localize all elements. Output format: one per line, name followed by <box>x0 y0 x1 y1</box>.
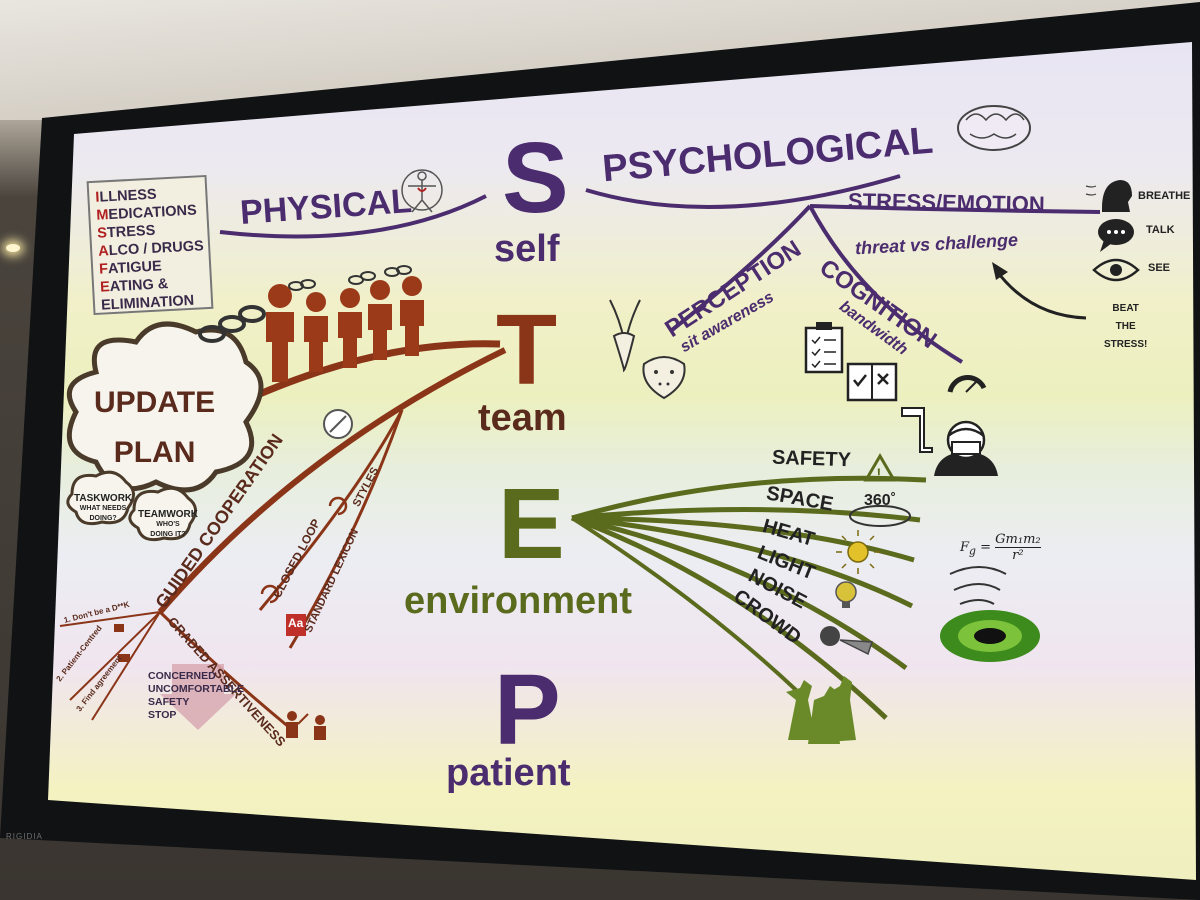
sun-icon <box>836 530 880 574</box>
cake-icon <box>114 624 124 632</box>
letter-p: P <box>494 654 561 766</box>
word-environment: environment <box>404 580 633 622</box>
word-team: team <box>478 397 567 439</box>
stress-branch <box>809 204 1101 214</box>
styles-branch <box>258 409 404 611</box>
label-teamwork: TEAMWORK WHO'S DOING IT? <box>138 510 198 540</box>
formula-numerator: Gm₁m₂ <box>995 532 1041 548</box>
graded-arrow-icon <box>160 664 236 730</box>
gazelle-icon <box>609 299 641 373</box>
beat-line-3: STRESS! <box>1104 339 1148 350</box>
label-update-plan: UPDATE PLAN <box>94 378 215 478</box>
checkbook-icon <box>846 362 898 402</box>
lexicon-branch <box>288 409 404 649</box>
find-agreement-branch <box>91 611 161 721</box>
update-plan-cloud <box>66 321 264 542</box>
crowd-branch-lower <box>570 516 798 692</box>
space-branch <box>571 506 921 523</box>
team-people-icon <box>266 276 424 382</box>
label-360: 360˚ <box>864 492 897 509</box>
label-safety: SAFETY <box>771 446 852 472</box>
teamwork-sub-2: DOING IT? <box>150 531 186 538</box>
label-taskwork: TASKWORK WHAT NEEDS DOING? <box>74 494 132 524</box>
perception-branch <box>670 204 812 332</box>
label-beat-the-stress: BEAT THE STRESS! <box>1104 300 1147 354</box>
word-self: self <box>494 228 560 270</box>
letter-s: S <box>502 122 569 234</box>
label-stress-emotion: STRESS/EMOTION <box>847 188 1046 217</box>
warning-icon: ! <box>863 453 897 482</box>
cognition-branch <box>808 205 964 364</box>
leopard-icon <box>642 356 686 400</box>
label-see: SEE <box>1148 262 1171 274</box>
teamwork-title: TEAMWORK <box>138 509 198 520</box>
guided-branch <box>157 347 507 614</box>
cuss-line-4: STOP <box>148 709 177 721</box>
taskwork-sub-2: DOING? <box>89 515 117 522</box>
cuss-line-2: UNCOMFORTABLE <box>148 683 245 695</box>
breathing-head-icon <box>1085 180 1132 212</box>
gravity-formula: Fg = Gm₁m₂ r² <box>960 532 1041 563</box>
speech-bubble-icon <box>1098 219 1134 252</box>
dont-branch <box>59 611 161 627</box>
label-breathe: BREATHE <box>1138 190 1191 202</box>
patient-centred-branch <box>69 611 161 701</box>
beat-line-1: BEAT <box>1112 303 1139 314</box>
psychological-underline <box>585 174 901 209</box>
lexicon-icon <box>286 614 306 636</box>
masked-person-icon <box>934 420 998 476</box>
word-patient: patient <box>446 752 571 794</box>
physical-underline <box>219 194 487 239</box>
clipboard-icon <box>804 322 844 374</box>
imsafe-mnemonic-box: ILLNESS MEDICATIONS STRESS ALCO / DRUGS … <box>86 174 214 316</box>
rotation-ring-icon <box>849 505 911 527</box>
beat-stress-arrowhead <box>992 262 1008 280</box>
letter-t: T <box>496 294 558 406</box>
light-branch <box>571 515 914 609</box>
team-chain-bubbles-icon <box>288 265 412 291</box>
safety-branch <box>571 475 927 521</box>
formula-lhs: F <box>960 540 970 555</box>
handshake-icon <box>118 654 130 662</box>
formula-denominator: r² <box>1012 548 1024 563</box>
cuss-line-1: CONCERNED <box>148 670 216 682</box>
lightbulb-icon <box>835 581 857 608</box>
update-line-1: UPDATE <box>94 386 216 419</box>
lexicon-aa-text: Aa <box>288 616 304 630</box>
megaphone-icon <box>820 626 874 656</box>
taskwork-title: TASKWORK <box>74 493 133 504</box>
svg-text:!: ! <box>877 465 882 481</box>
brain-icon <box>957 105 1031 151</box>
crowd-zombies-icon <box>786 676 856 744</box>
body-figure-icon <box>401 169 443 213</box>
label-talk: TALK <box>1146 224 1175 236</box>
chain-link-icon <box>198 305 266 343</box>
laryngoscope-icon <box>901 407 933 453</box>
screen-brand-label: RIGIDIA <box>6 832 43 841</box>
label-cuss: CONCERNED UNCOMFORTABLE SAFETY STOP <box>148 670 244 722</box>
beat-stress-arrow <box>994 269 1087 320</box>
update-line-2: PLAN <box>113 436 196 469</box>
beat-line-2: THE <box>1115 321 1136 332</box>
ceiling-light <box>6 244 20 252</box>
gauge-icon <box>947 375 987 393</box>
eye-icon <box>1092 258 1140 282</box>
letter-e: E <box>498 468 565 580</box>
styles-icon <box>323 409 353 439</box>
speaker-pair-icon <box>286 711 326 740</box>
closed-loop-icon <box>260 496 348 604</box>
cuss-line-3: SAFETY <box>148 696 190 708</box>
noise-branch <box>571 515 908 671</box>
black-hole-icon <box>940 566 1040 662</box>
taskwork-sub-1: WHAT NEEDS <box>79 505 127 512</box>
teamwork-sub-1: WHO'S <box>156 521 180 528</box>
heat-branch <box>571 515 915 563</box>
formula-sub: g <box>969 544 976 558</box>
